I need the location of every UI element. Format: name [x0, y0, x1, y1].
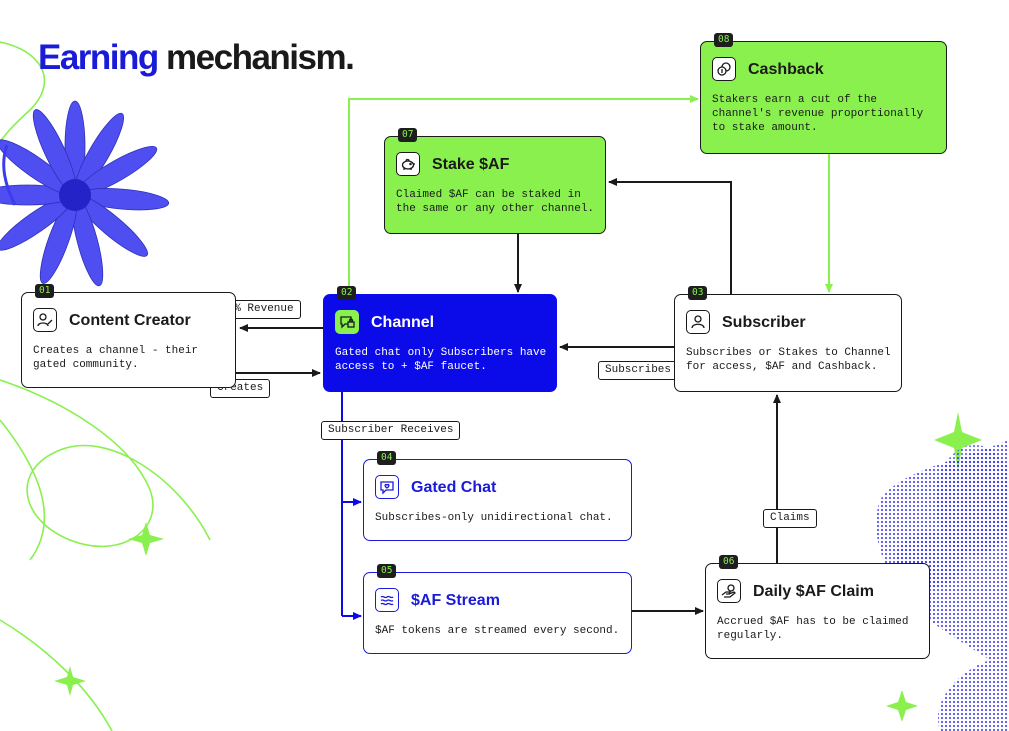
node-stake-af[interactable]: 07 Stake $AF Claimed $AF can be staked i…: [384, 128, 606, 234]
node-number: 04: [377, 451, 397, 465]
node-content-creator[interactable]: 01 Content Creator Creates a channel - t…: [21, 284, 236, 388]
edge-subscriber-stake: [608, 178, 732, 295]
page-title: Earning mechanism.: [38, 38, 355, 77]
hand-coin-icon: [717, 579, 741, 603]
decorative-swoosh-lines: [0, 41, 211, 731]
title-rest: mechanism.: [166, 38, 355, 77]
label-subscriber-receives: Subscriber Receives: [321, 421, 461, 440]
waves-icon: [375, 588, 399, 612]
piggy-bank-icon: [396, 152, 420, 176]
node-title: Stake $AF: [432, 156, 510, 173]
node-number: 08: [714, 33, 734, 47]
node-title: Daily $AF Claim: [753, 583, 874, 600]
node-description: Creates a channel - their gated communit…: [33, 345, 199, 371]
node-title: Content Creator: [69, 312, 191, 329]
node-description: Subscribes-only unidirectional chat.: [375, 512, 613, 524]
flower-illustration: [0, 100, 170, 287]
user-icon: [686, 310, 710, 334]
node-gated-chat[interactable]: 04 Gated Chat Subscribes-only unidirecti…: [363, 451, 632, 541]
node-channel[interactable]: 02 Channel Gated chat only Subscribers h…: [323, 286, 557, 392]
node-description: Stakers earn a cut of the channel's reve…: [712, 94, 924, 134]
node-title: Channel: [371, 314, 435, 331]
node-cashback[interactable]: 08 Cashback Stakers earn a cut of the ch…: [700, 33, 947, 154]
node-description: Accrued $AF has to be claimed regularly.: [717, 616, 909, 642]
node-title: $AF Stream: [411, 592, 500, 609]
coins-icon: [712, 57, 736, 81]
node-number: 07: [398, 128, 418, 142]
node-title: Gated Chat: [411, 479, 497, 496]
node-number: 06: [719, 555, 739, 569]
node-number: 03: [688, 286, 708, 300]
node-number: 05: [377, 564, 397, 578]
edge-channel-cashback: [348, 95, 699, 296]
node-number: 01: [35, 284, 55, 298]
node-description: $AF tokens are streamed every second.: [375, 625, 620, 637]
halftone-flower-illustration: [876, 440, 1009, 731]
node-description: Claimed $AF can be staked in the same or…: [396, 189, 595, 215]
label-subscribes: Subscribes: [598, 361, 679, 380]
title-accent: Earning: [38, 38, 159, 77]
chat-lock-icon: [335, 310, 359, 334]
node-title: Subscriber: [722, 314, 806, 331]
node-description: Gated chat only Subscribers have access …: [335, 347, 547, 373]
chat-heart-icon: [375, 475, 399, 499]
node-af-stream[interactable]: 05 $AF Stream $AF tokens are streamed ev…: [363, 564, 632, 654]
node-daily-claim[interactable]: 06 Daily $AF Claim Accrued $AF has to be…: [705, 555, 930, 659]
node-subscriber[interactable]: 03 Subscriber Subscribes or Stakes to Ch…: [674, 286, 902, 392]
user-pen-icon: [33, 308, 57, 332]
sparkle-icon: [54, 412, 982, 722]
node-number: 02: [337, 286, 357, 300]
node-title: Cashback: [748, 61, 824, 78]
node-description: Subscribes or Stakes to Channel for acce…: [686, 347, 891, 373]
label-claims: Claims: [763, 509, 817, 528]
